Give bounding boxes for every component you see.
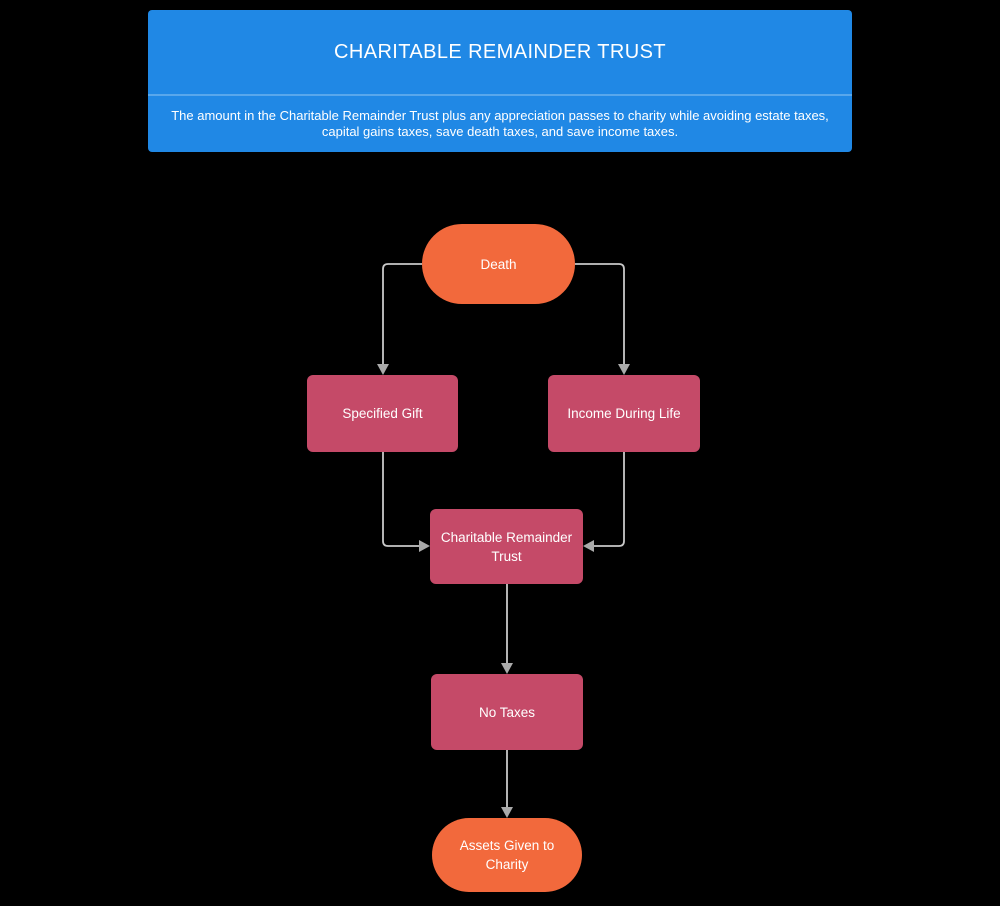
header-title-area: CHARITABLE REMAINDER TRUST (148, 10, 852, 94)
header-subtitle: The amount in the Charitable Remainder T… (171, 108, 829, 139)
connector-death-to-income-during-life (575, 263, 630, 375)
connector-crt-to-no-taxes (501, 584, 513, 674)
header-divider (148, 94, 852, 96)
node-income-during-life: Income During Life (548, 375, 700, 452)
header-box: CHARITABLE REMAINDER TRUST The amount in… (148, 10, 852, 152)
connector-no-taxes-to-assets (501, 750, 513, 818)
node-assets-given-to-charity: Assets Given to Charity (432, 818, 582, 892)
page-title: CHARITABLE REMAINDER TRUST (334, 40, 666, 63)
connector-death-to-specified-gift (377, 263, 422, 375)
node-no-taxes: No Taxes (431, 674, 583, 750)
connector-income-during-life-to-crt (583, 452, 625, 552)
header-subtitle-area: The amount in the Charitable Remainder T… (148, 96, 852, 152)
connector-specified-gift-to-crt (382, 452, 430, 552)
node-charitable-remainder-trust: Charitable Remainder Trust (430, 509, 583, 584)
node-specified-gift: Specified Gift (307, 375, 458, 452)
node-death: Death (422, 224, 575, 304)
